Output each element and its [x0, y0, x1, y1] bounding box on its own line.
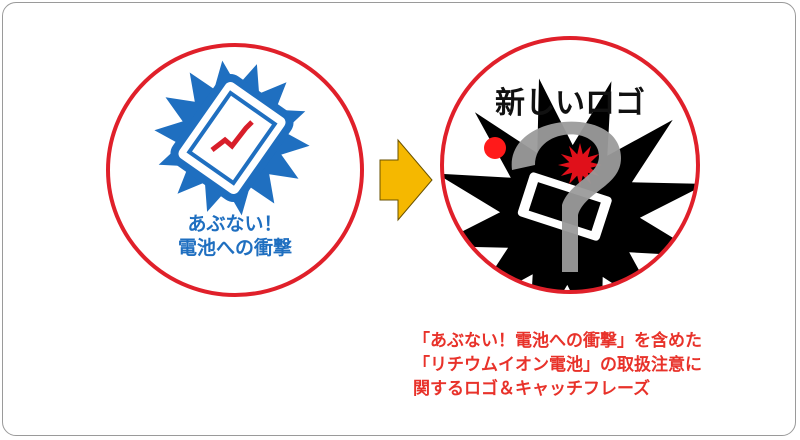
old-logo-line1: あぶない！	[187, 213, 283, 235]
old-logo-graphic	[106, 43, 364, 297]
old-logo-text: あぶない！ 電池への衝撃	[150, 212, 320, 260]
sun-icon	[484, 137, 506, 159]
new-logo-title: 新しいロゴ	[495, 86, 645, 121]
caption: 「あぶない！電池への衝撃」を含めた 「リチウムイオン電池」の取扱注意に 関するロ…	[413, 329, 702, 401]
caption-line: 関するロゴ＆キャッチフレーズ	[413, 379, 651, 399]
old-logo-line2: 電池への衝撃	[177, 237, 292, 259]
arrow-right-icon	[379, 138, 433, 222]
old-logo-ring	[106, 43, 364, 297]
new-logo-ring	[440, 36, 700, 294]
battery-icon	[170, 74, 294, 202]
caption-line: 「リチウムイオン電池」の取扱注意に	[413, 355, 702, 375]
caption-line: 「あぶない！電池への衝撃」を含めた	[413, 331, 702, 351]
crack-icon	[210, 120, 254, 152]
question-mark-icon	[511, 121, 621, 272]
red-spark-icon	[558, 143, 602, 187]
